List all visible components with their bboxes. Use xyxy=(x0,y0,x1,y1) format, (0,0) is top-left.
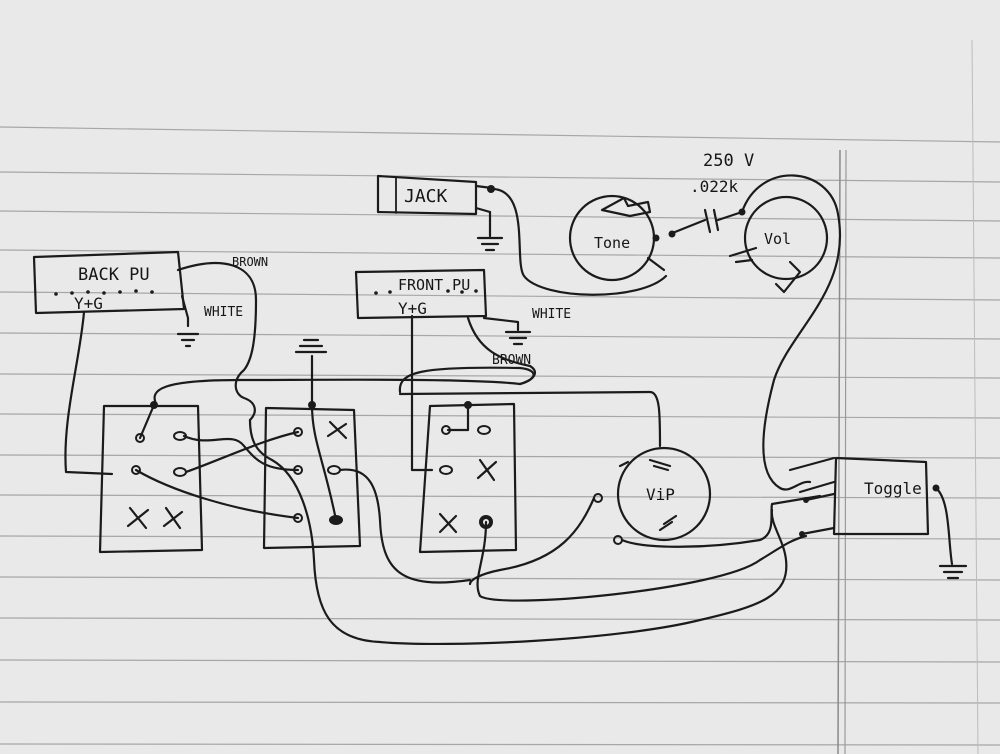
wire-cross-c xyxy=(134,468,300,520)
vip-label: ViP xyxy=(646,485,675,504)
back-white-label: WHITE xyxy=(204,305,243,320)
back-pickup-label: BACK PU xyxy=(78,265,150,285)
toggle-switch: Toggle xyxy=(788,456,968,580)
notebook-ruled-lines xyxy=(0,39,1000,754)
capacitor xyxy=(668,208,744,238)
wire-back-yg xyxy=(64,310,114,476)
wire-switch2-right xyxy=(338,468,472,584)
wire-front-brown xyxy=(466,316,537,386)
wire-back-brown xyxy=(176,262,258,422)
wire-vip-left xyxy=(468,496,596,586)
output-jack: JACK xyxy=(376,174,504,252)
toggle-label: Toggle xyxy=(864,479,922,498)
wire-switch2-to-front xyxy=(310,403,338,522)
tone-label: Tone xyxy=(594,234,630,252)
switch-3 xyxy=(418,401,518,554)
back-pickup-wires-label: Y+G xyxy=(74,294,103,313)
front-white-label: WHITE xyxy=(532,307,571,322)
wire-top-bus-2 xyxy=(398,366,535,394)
wire-jack-to-vol xyxy=(492,187,668,296)
jack-label: JACK xyxy=(404,186,448,207)
wire-bottom-loop xyxy=(248,418,788,646)
back-pickup: BACK PU Y+G BROWN WHITE xyxy=(32,250,268,348)
wire-to-vip-top xyxy=(398,390,662,448)
voltage-label: 250 V xyxy=(703,151,754,171)
wire-vol-to-toggle xyxy=(740,174,841,491)
capacitor-value-label: .022k xyxy=(690,177,739,196)
wire-top-bus-1 xyxy=(153,378,522,406)
front-pickup-label: FRONT PU xyxy=(398,276,470,294)
vol-label: Vol xyxy=(764,230,791,248)
wire-switch3-to-vip xyxy=(476,520,808,602)
wire-cross-b xyxy=(184,430,300,474)
volume-pot: Vol xyxy=(728,195,829,294)
vip-pot: ViP xyxy=(593,446,712,545)
ground-symbol-switch2 xyxy=(294,338,328,406)
switch-1 xyxy=(98,401,204,554)
switch-2 xyxy=(262,401,362,550)
tone-pot: Tone xyxy=(568,194,666,282)
back-brown-label: BROWN xyxy=(232,255,268,269)
wire-cross-a xyxy=(182,434,300,472)
front-pickup-wires-label: Y+G xyxy=(398,299,427,318)
front-pickup: FRONT PU Y+G WHITE BROWN xyxy=(354,268,571,368)
